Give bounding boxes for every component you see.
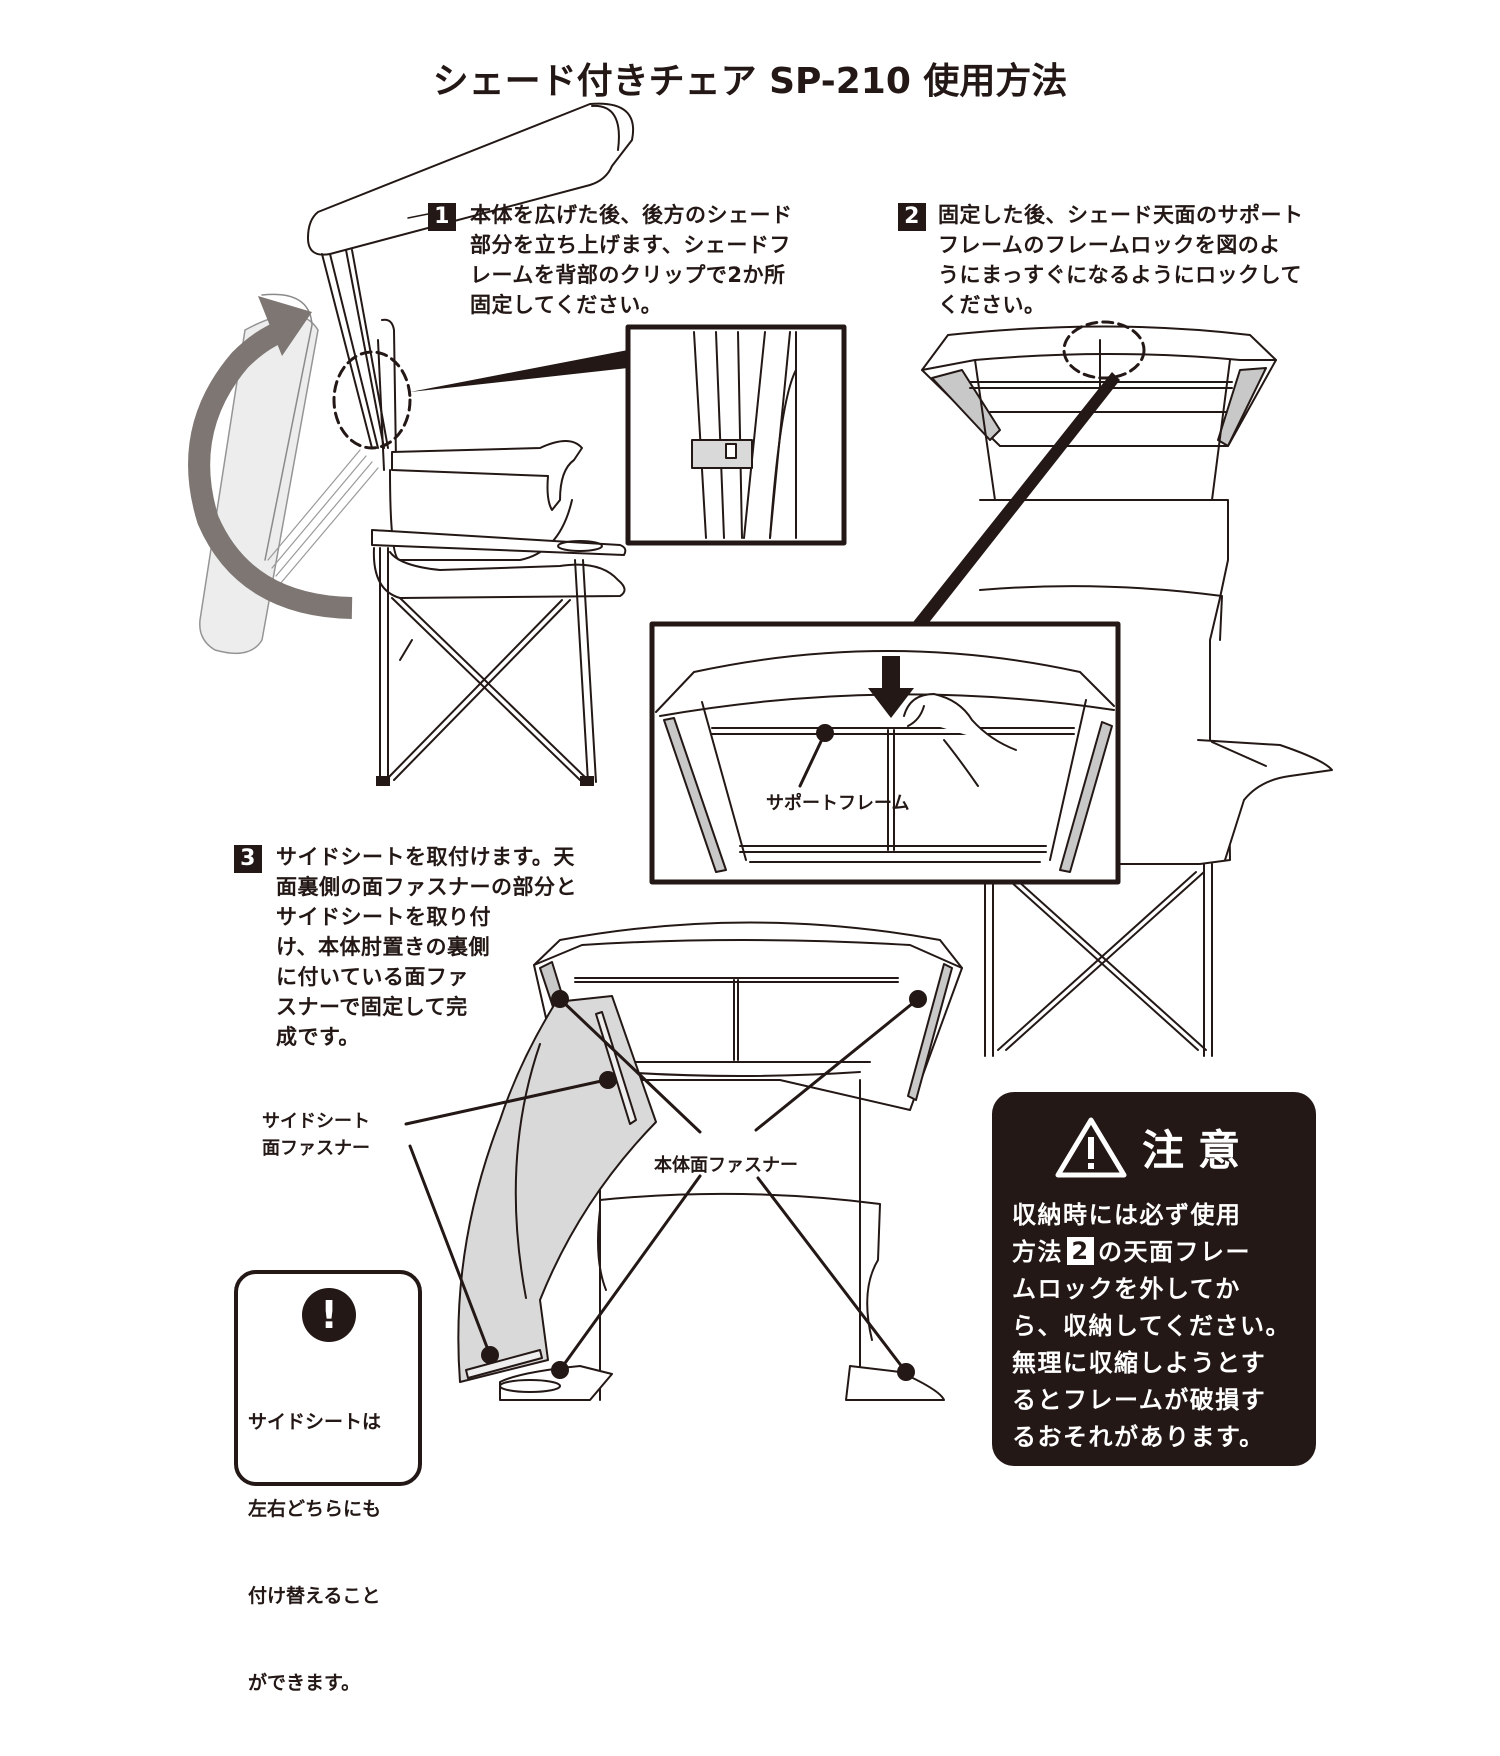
- step-1-line-2: 部分を立ち上げます、シェードフ: [470, 233, 791, 257]
- caution-line-4: ら、収納してください。: [1012, 1312, 1292, 1340]
- note-line-4: ができます。: [248, 1672, 361, 1694]
- clip-closeup-illustration: [625, 324, 847, 546]
- step-1-line-4: 固定してください。: [470, 293, 663, 317]
- note-line-1: サイドシートは: [248, 1411, 382, 1433]
- note-box: ! サイドシートは 左右どちらにも 付け替えること ができます。: [234, 1270, 422, 1694]
- frame-lock-highlight-circle: [1062, 320, 1146, 380]
- caution-line-7: るおそれがあります。: [1012, 1423, 1265, 1451]
- step-3-line-6: スナーで固定して完: [276, 995, 468, 1019]
- step-1-number-badge: 1: [428, 203, 456, 231]
- body-fastener-label: 本体面ファスナー: [654, 1155, 798, 1176]
- step-2-line-1: 固定した後、シェード天面のサポート: [938, 203, 1304, 227]
- side-sheet-fastener-label-line-2: 面ファスナー: [262, 1138, 370, 1159]
- caution-title: 注意: [1141, 1125, 1254, 1175]
- rotation-arrow-icon: [188, 319, 353, 619]
- side-sheet-fastener-label-line-1: サイドシート: [262, 1111, 370, 1132]
- step-2-line-4: ください。: [938, 293, 1046, 317]
- step-2: 2 固定した後、シェード天面のサポート フレームのフレームロックを図のよ うにま…: [898, 200, 1328, 330]
- note-text: サイドシートは 左右どちらにも 付け替えること ができます。: [248, 1350, 414, 1756]
- step-3-line-4: け、本体肘置きの裏側: [276, 935, 490, 959]
- step-1-line-3: レームを背部のクリップで2か所: [470, 263, 786, 287]
- step-3-line-2: 面裏側の面ファスナーの部分と: [276, 875, 577, 899]
- instruction-illustrations: [188, 102, 1333, 1401]
- caution-line-2-after: の天面フレー: [1098, 1238, 1251, 1266]
- caution-line-5: 無理に収縮しようとす: [1012, 1349, 1267, 1377]
- exclamation-circle-icon: !: [302, 1288, 356, 1342]
- caution-line-3: ムロックを外してか: [1012, 1275, 1241, 1303]
- clip-highlight-circle: [332, 350, 412, 450]
- caution-line-2-before: 方法: [1012, 1238, 1063, 1266]
- step-3-line-3: サイドシートを取り付: [276, 905, 491, 929]
- side-view-chair-illustration: [188, 102, 635, 786]
- caution-line-1: 収納時には必ず使用: [1012, 1201, 1242, 1229]
- step-1: 1 本体を広げた後、後方のシェード 部分を立ち上げます、シェードフ レームを背部…: [428, 200, 828, 330]
- caution-header: 注意: [992, 1112, 1316, 1182]
- step-3: 3 サイドシートを取付けます。天 面裏側の面ファスナーの部分と サイドシートを取…: [234, 842, 624, 1062]
- step-3-number-badge: 3: [234, 845, 262, 873]
- support-frame-label: サポートフレーム: [766, 793, 910, 814]
- step-3-line-5: に付いている面ファ: [276, 965, 469, 989]
- page-title: シェード付きチェア SP-210 使用方法: [432, 61, 1068, 102]
- warning-triangle-icon: [1055, 1117, 1127, 1178]
- side-sheet-chair-illustration: [404, 921, 963, 1401]
- step-3-line-7: 成です。: [276, 1025, 360, 1049]
- step-2-number-badge: 2: [898, 203, 926, 231]
- note-line-2: 左右どちらにも: [248, 1498, 382, 1520]
- step-3-line-1: サイドシートを取付けます。天: [276, 845, 575, 869]
- frame-lock-closeup-illustration: [649, 621, 1121, 885]
- down-arrow-icon: [868, 656, 914, 718]
- step-2-line-2: フレームのフレームロックを図のよ: [938, 233, 1281, 257]
- side-sheet: [457, 995, 657, 1383]
- caution-line-6: るとフレームが破損す: [1012, 1386, 1267, 1414]
- front-view-chair-illustration: [910, 320, 1333, 1057]
- note-line-3: 付け替えること: [248, 1585, 381, 1607]
- step-2-line-3: うにまっすぐになるようにロックして: [938, 263, 1303, 287]
- step-1-line-1: 本体を広げた後、後方のシェード: [470, 203, 793, 227]
- step-2-reference-badge: 2: [1067, 1237, 1094, 1265]
